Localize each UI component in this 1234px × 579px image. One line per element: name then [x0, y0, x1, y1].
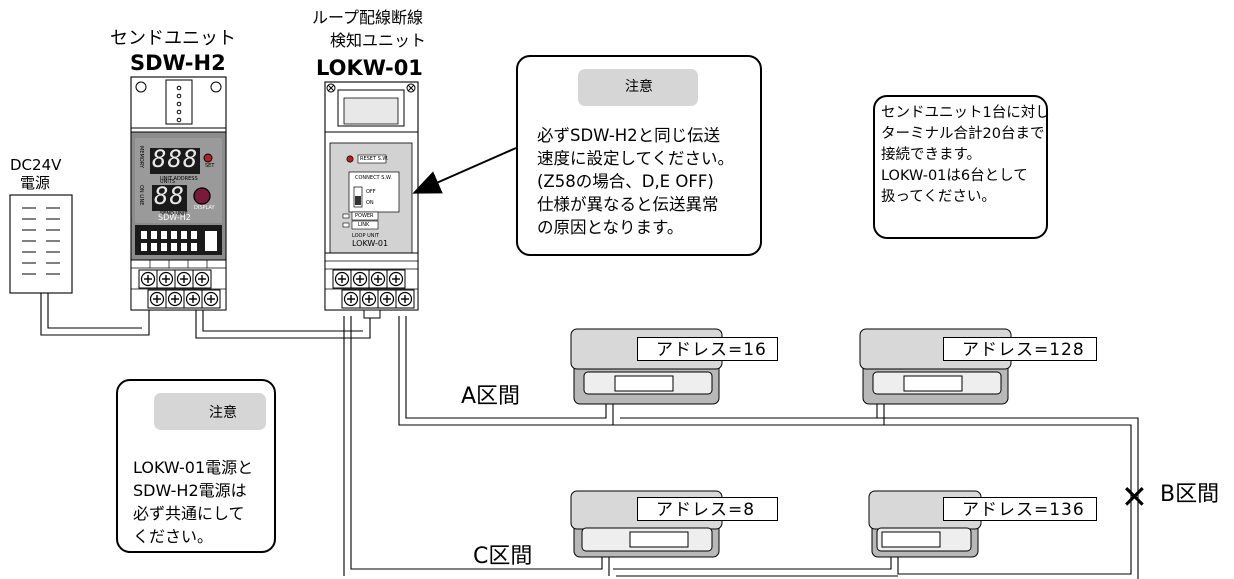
- note-line: センドユニット1台に対し: [881, 105, 1050, 121]
- note-line: の原因となります。: [537, 218, 684, 237]
- caution-note-top-text: 必ずSDW-H2と同じ伝送 速度に設定してください。 (Z58の場合、D,E O…: [537, 124, 734, 239]
- loop-unit-panel-model: LOKW-01: [352, 239, 389, 248]
- break-mark-icon: ✕: [1121, 478, 1148, 516]
- loop-unit-reset-label: RESET S.W.: [360, 156, 389, 162]
- terminal-address-label: アドレス=128: [943, 337, 1097, 361]
- terminal-units: [570, 328, 1012, 558]
- power-supply-label-1: DC24V: [10, 156, 62, 174]
- note-line: 接続できます。: [881, 147, 982, 163]
- caution-label-left: 注意: [209, 405, 237, 421]
- send-unit-display-top: 888: [152, 145, 199, 173]
- send-unit-units-label: UNITS: [160, 179, 176, 185]
- terminal-address-label: アドレス=8: [637, 497, 778, 521]
- power-supply-unit: [9, 194, 73, 294]
- pointer-arrow: [412, 147, 517, 194]
- loop-unit-title-line2: 検知ユニット: [330, 31, 427, 50]
- send-unit-online-label: ON LINE: [138, 185, 144, 206]
- loop-unit-power-label: POWER: [355, 213, 374, 219]
- note-line: 扱ってください。: [881, 189, 996, 205]
- loop-unit-off-label: OFF: [366, 189, 376, 195]
- caution-chip-top: [578, 69, 698, 106]
- send-unit-display-label: DISPLAY: [194, 205, 215, 211]
- caution-note-left-text: LOKW-01電源と SDW-H2電源は 必ず共通にして ください。: [133, 456, 253, 548]
- send-unit-set-label: SET: [205, 163, 215, 169]
- loop-unit-loop-label: LOOP UNIT: [352, 233, 380, 239]
- note-line: 速度に設定してください。: [537, 149, 735, 168]
- cables: [40, 293, 1139, 579]
- caution-label-top: 注意: [625, 79, 653, 95]
- caution-chip-left: [154, 393, 266, 430]
- section-c-label: C区間: [473, 544, 533, 569]
- terminal-address-label: アドレス=136: [943, 497, 1097, 521]
- note-line: ターミナル合計20台まで: [881, 126, 1045, 142]
- send-unit-panel-model: SDW-H2: [158, 213, 191, 222]
- note-line: ください。: [133, 527, 214, 546]
- note-line: (Z58の場合、D,E OFF): [537, 172, 714, 191]
- loop-unit-connect-label: CONNECT S.W.: [355, 175, 392, 181]
- send-unit-send-unit-label: SEND UNIT: [160, 211, 188, 217]
- section-a-label: A区間: [461, 384, 521, 409]
- loop-unit-title-line1: ループ配線断線: [312, 8, 424, 27]
- send-unit-device: [130, 76, 227, 311]
- loop-unit-on-label: ON: [366, 200, 374, 206]
- note-line: LOKW-01は6台として: [881, 168, 1028, 184]
- terminal-address-label: アドレス=16: [637, 337, 778, 361]
- info-note-right: [873, 95, 1048, 239]
- note-line: 仕様が異なると伝送異常: [537, 195, 719, 214]
- send-unit-unit-address-label: UNIT ADDRESS: [160, 176, 198, 182]
- note-line: SDW-H2電源は: [133, 481, 247, 500]
- send-unit-title: センドユニット: [110, 28, 236, 49]
- loop-unit-model: LOKW-01: [316, 56, 423, 80]
- note-line: 必ずSDW-H2と同じ伝送: [537, 126, 721, 145]
- power-supply-label-2: 電源: [20, 174, 51, 192]
- loop-unit-device: [324, 81, 419, 319]
- loop-unit-link-label: LINK: [358, 222, 370, 228]
- send-unit-display-bottom: 88: [154, 182, 185, 210]
- send-unit-model: SDW-H2: [130, 51, 226, 75]
- section-b-label: B区間: [1160, 482, 1220, 507]
- info-note-right-text: センドユニット1台に対し ターミナル合計20台まで 接続できます。 LOKW-0…: [881, 103, 1050, 208]
- note-line: 必ず共通にして: [133, 504, 245, 523]
- send-unit-memory-label: MEMORY: [138, 146, 144, 168]
- note-line: LOKW-01電源と: [133, 458, 254, 477]
